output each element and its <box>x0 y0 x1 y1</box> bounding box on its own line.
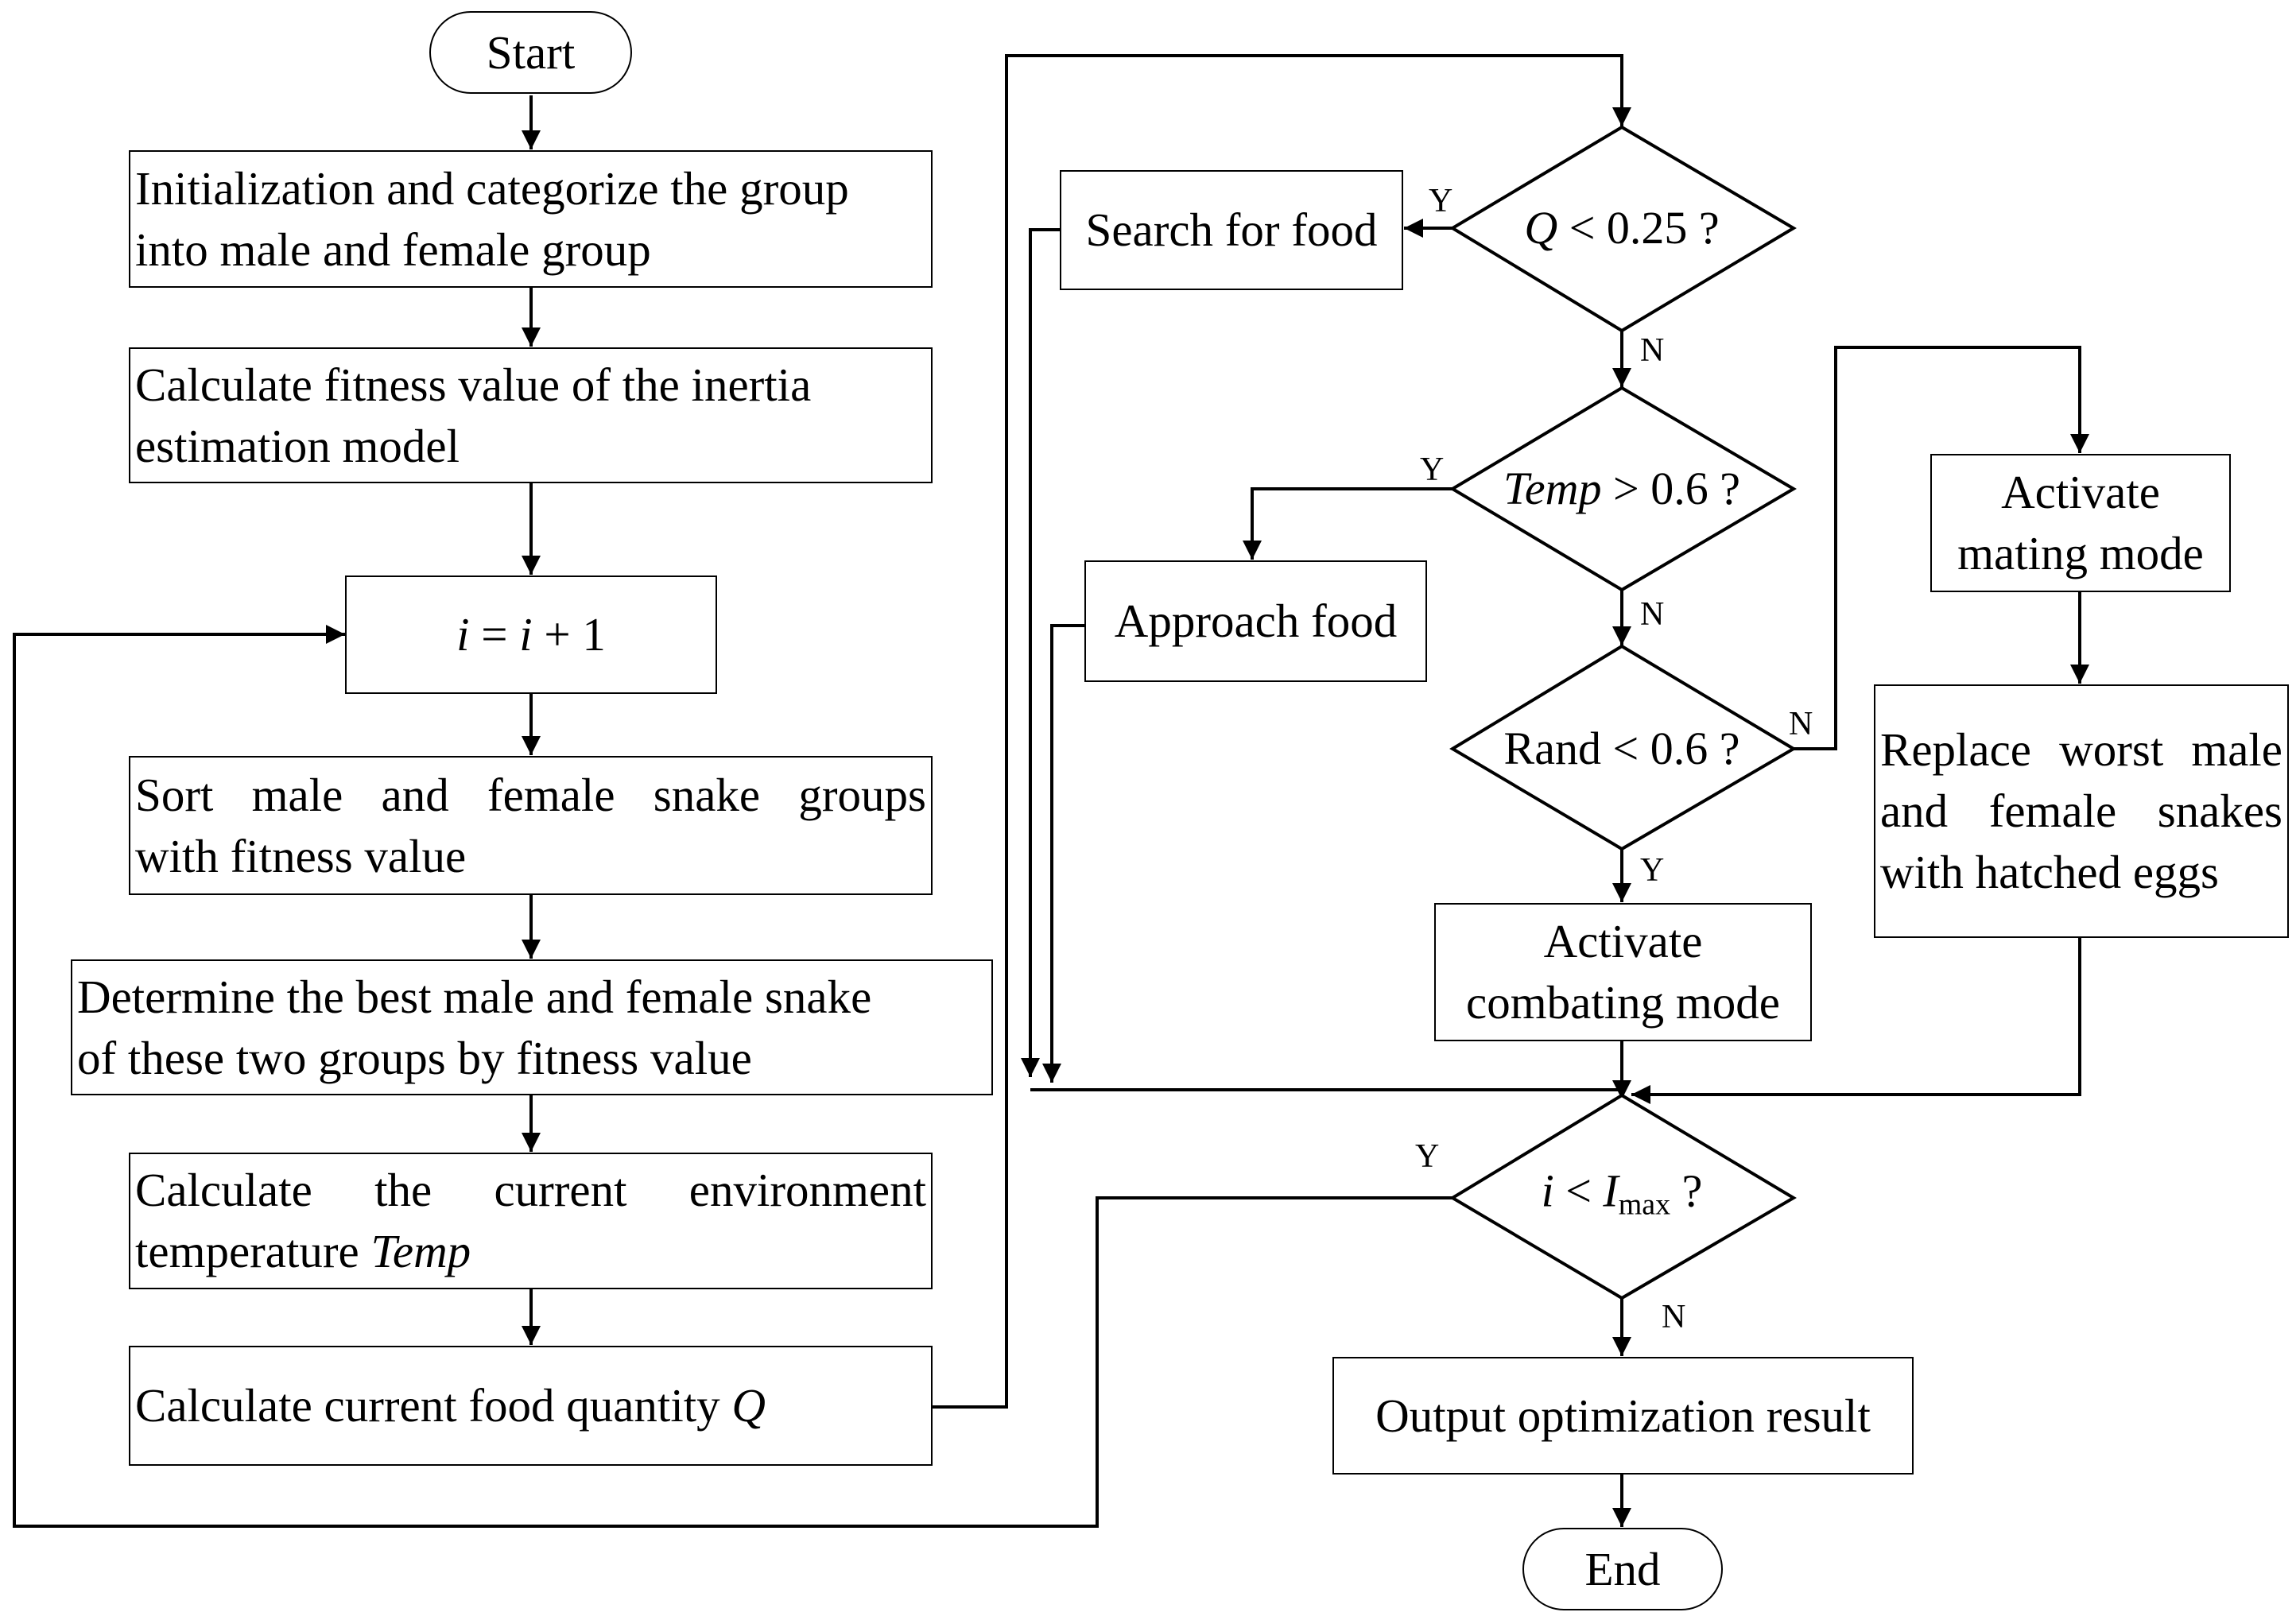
line-search-return <box>1021 228 1060 1077</box>
init-line-2: into male and female group <box>135 223 651 276</box>
search-food-box: Search for food <box>1060 170 1403 290</box>
mating-mode-box: Activate mating mode <box>1930 454 2231 592</box>
arrow-replace-iter <box>1631 938 2081 1104</box>
decision-temp-rest: > 0.6 ? <box>1601 463 1741 514</box>
increment-eq: = <box>469 608 520 661</box>
start-terminal: Start <box>429 11 632 94</box>
temperature-box: Calculate the current environment temper… <box>129 1153 933 1289</box>
increment-rest: + 1 <box>532 608 606 661</box>
increment-expression: i = i + 1 <box>456 604 606 665</box>
temp-no-label: N <box>1640 596 1665 633</box>
arrow-temp-approach <box>1243 487 1452 560</box>
sort-line-2: with fitness value <box>135 829 467 882</box>
replace-line-3: with hatched eggs <box>1880 846 2219 898</box>
decision-temp-diamond <box>1449 386 1797 592</box>
decision-temp-label: Temp > 0.6 ? <box>1503 463 1740 515</box>
decision-iter-var2: I <box>1603 1165 1619 1217</box>
fitness-line-1: Calculate fitness value of the inertia <box>135 358 812 411</box>
temperature-prefix: temperature <box>135 1225 371 1277</box>
output-box: Output optimization result <box>1332 1357 1914 1475</box>
combating-line-1: Activate <box>1543 915 1703 967</box>
q-yes-label: Y <box>1429 183 1453 219</box>
q-no-label: N <box>1640 332 1665 369</box>
rand-yes-label: Y <box>1640 852 1665 889</box>
start-label: Start <box>486 25 576 79</box>
sort-box: Sort male and female snake groups with f… <box>129 756 933 895</box>
increment-box: i = i + 1 <box>345 575 717 694</box>
best-line-1: Determine the best male and female snake <box>77 970 872 1023</box>
decision-iter-label: i < Imax ? <box>1542 1165 1703 1231</box>
replace-box: Replace worst male and female snakes wit… <box>1874 684 2289 938</box>
food-quantity-box: Calculate current food quantity Q <box>129 1346 933 1466</box>
decision-iter-sub: max <box>1618 1188 1671 1222</box>
combating-line-2: combating mode <box>1466 976 1780 1029</box>
arrow-food-q <box>933 54 1631 1409</box>
decision-q-rest: < 0.25 ? <box>1557 202 1720 254</box>
combating-mode-box: Activate combating mode <box>1434 903 1812 1041</box>
decision-iter-var: i <box>1541 1165 1554 1217</box>
decision-temp-var: Temp <box>1503 463 1602 514</box>
decision-q-label: Q < 0.25 ? <box>1524 202 1719 254</box>
iter-no-label: N <box>1662 1299 1686 1335</box>
rand-no-label: N <box>1789 706 1813 742</box>
temperature-var: Temp <box>370 1225 471 1277</box>
iter-yes-label: Y <box>1415 1138 1440 1175</box>
approach-food-box: Approach food <box>1084 560 1427 682</box>
increment-var2: i <box>519 608 533 661</box>
sort-line-1: Sort male and female snake groups <box>135 768 926 821</box>
temp-yes-label: Y <box>1420 451 1445 488</box>
arrow-iter-loop <box>13 625 1452 1528</box>
mating-line-1: Activate <box>2001 466 2160 518</box>
fitness-line-2: estimation model <box>135 419 460 472</box>
decision-q-var: Q <box>1524 202 1558 254</box>
increment-var: i <box>456 608 470 661</box>
line-approach-return <box>1042 624 1084 1083</box>
decision-iter-diamond <box>1449 1093 1797 1300</box>
replace-line-2: and female snakes <box>1880 785 2282 837</box>
decision-rand-diamond <box>1449 644 1797 851</box>
init-line-1: Initialization and categorize the group <box>135 161 849 215</box>
fitness-box: Calculate fitness value of the inertia e… <box>129 347 933 483</box>
decision-q-diamond <box>1449 125 1797 333</box>
arrow-rand-mating <box>1794 346 2089 750</box>
init-box: Initialization and categorize the group … <box>129 150 933 288</box>
end-label: End <box>1584 1542 1661 1595</box>
temperature-line-1: Calculate the current environment <box>135 1164 926 1216</box>
food-quantity-var: Q <box>731 1379 766 1432</box>
decision-iter-rest: ? <box>1670 1165 1703 1217</box>
decision-iter-lt: < <box>1553 1165 1604 1217</box>
food-quantity-prefix: Calculate current food quantity <box>135 1379 732 1432</box>
replace-line-1: Replace worst male <box>1880 723 2282 776</box>
best-line-2: of these two groups by fitness value <box>77 1031 752 1084</box>
mating-line-2: mating mode <box>1957 527 2204 579</box>
food-quantity-line: Calculate current food quantity Q <box>135 1375 766 1436</box>
best-box: Determine the best male and female snake… <box>71 959 993 1095</box>
temperature-line-2: temperature Temp <box>135 1221 471 1282</box>
decision-rand-label: Rand < 0.6 ? <box>1504 723 1740 775</box>
output-label: Output optimization result <box>1375 1389 1871 1442</box>
search-food-label: Search for food <box>1085 203 1378 256</box>
approach-food-label: Approach food <box>1114 595 1398 647</box>
decision-rand-text: Rand < 0.6 ? <box>1503 723 1740 774</box>
end-terminal: End <box>1522 1528 1723 1610</box>
